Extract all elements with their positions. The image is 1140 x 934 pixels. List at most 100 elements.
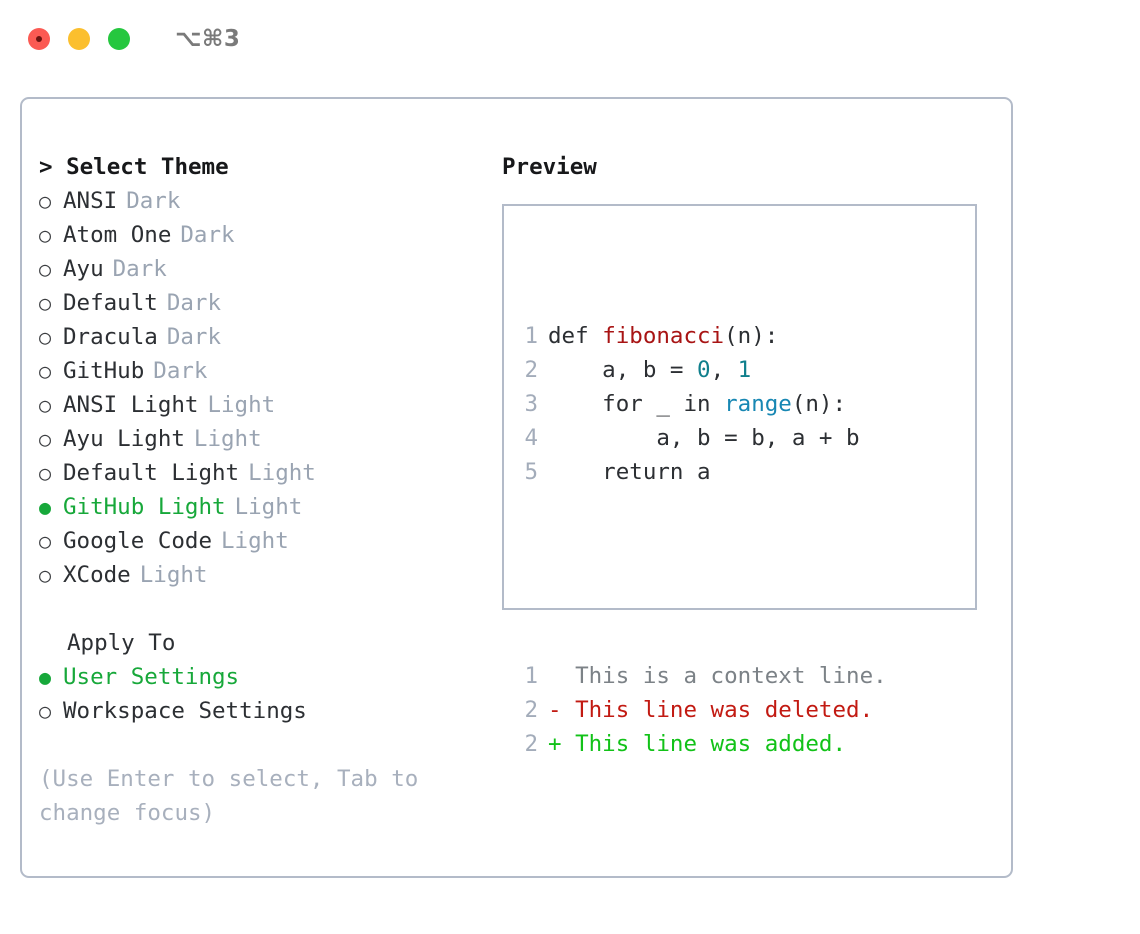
theme-name: Ayu: [63, 256, 104, 282]
maximize-window-icon[interactable]: [108, 28, 130, 50]
theme-option-ansi[interactable]: ○ ANSI Dark: [39, 184, 494, 218]
code-token-plain: (n):: [791, 391, 847, 417]
theme-option-ansi-light[interactable]: ○ ANSI Light Light: [39, 388, 494, 422]
preview-title: Preview: [502, 154, 597, 180]
theme-variant-tag: Dark: [126, 188, 181, 214]
theme-name: Ayu Light: [63, 426, 185, 452]
theme-option-xcode[interactable]: ○ XCode Light: [39, 558, 494, 592]
diff-marker: -: [548, 697, 576, 723]
close-window-icon[interactable]: [28, 28, 50, 50]
radio-unselected-icon: ○: [39, 563, 52, 587]
diff-lines: 1 This is a context line.2- This line wa…: [516, 659, 887, 761]
diff-line: 1 This is a context line.: [516, 659, 887, 693]
window-titlebar: ⌥⌘3: [0, 0, 1140, 78]
radio-unselected-icon: ○: [39, 223, 52, 247]
code-line-number: 3: [524, 391, 538, 417]
radio-selected-icon: ●: [39, 495, 52, 519]
code-token-fn: fibonacci: [602, 323, 725, 349]
radio-unselected-icon: ○: [39, 325, 52, 349]
keyboard-shortcut-label: ⌥⌘3: [175, 26, 241, 52]
theme-option-github-light[interactable]: ● GitHub Light Light: [39, 490, 494, 524]
code-line-number: 1: [524, 323, 538, 349]
select-theme-header: > Select Theme: [39, 154, 229, 180]
theme-option-ayu-light[interactable]: ○ Ayu Light Light: [39, 422, 494, 456]
list-spacer: [39, 592, 494, 626]
theme-option-google-code[interactable]: ○ Google Code Light: [39, 524, 494, 558]
code-line-number: 5: [524, 459, 538, 485]
code-token-plain: def: [548, 323, 603, 349]
theme-name: Default Light: [63, 460, 240, 486]
radio-selected-icon: ●: [39, 665, 52, 689]
theme-name: Dracula: [63, 324, 158, 350]
code-line: 4 a, b = b, a + b: [516, 421, 887, 455]
code-line: 3 for _ in range(n):: [516, 387, 887, 421]
theme-variant-tag: Dark: [112, 256, 167, 282]
theme-name: Google Code: [63, 528, 213, 554]
code-line-number: 4: [524, 425, 538, 451]
code-token-plain: return a: [548, 459, 711, 485]
apply-to-option-user-settings[interactable]: ● User Settings: [39, 660, 494, 694]
diff-marker: +: [548, 731, 576, 757]
code-token-plain: a, b = b, a + b: [548, 425, 860, 451]
apply-to-label: User Settings: [63, 664, 240, 690]
code-token-call: range: [724, 391, 792, 417]
theme-variant-tag: Dark: [166, 290, 222, 316]
theme-name: ANSI Light: [63, 392, 199, 418]
radio-unselected-icon: ○: [39, 529, 52, 553]
theme-name: Default: [63, 290, 158, 316]
theme-variant-tag: Light: [207, 392, 276, 418]
theme-name: XCode: [63, 562, 131, 588]
theme-name: ANSI: [63, 188, 118, 214]
code-token-plain: for _ in: [548, 391, 725, 417]
theme-option-default[interactable]: ○ Default Dark: [39, 286, 494, 320]
diff-text: This line was added.: [575, 731, 847, 757]
radio-unselected-icon: ○: [39, 461, 52, 485]
diff-marker: [548, 663, 575, 689]
code-token-num: 0: [697, 357, 711, 383]
radio-unselected-icon: ○: [39, 699, 52, 723]
radio-unselected-icon: ○: [39, 291, 52, 315]
diff-text: This is a context line.: [575, 663, 887, 689]
theme-variant-tag: Light: [234, 494, 303, 520]
theme-variant-tag: Light: [221, 528, 289, 554]
diff-line: 2- This line was deleted.: [516, 693, 887, 727]
diff-line-number: 1: [524, 663, 538, 689]
minimize-window-icon[interactable]: [68, 28, 90, 50]
keyboard-hint-text: (Use Enter to select, Tab to change focu…: [39, 766, 419, 826]
radio-unselected-icon: ○: [39, 189, 52, 213]
code-token-num: 1: [737, 357, 752, 383]
apply-to-label: Workspace Settings: [63, 698, 307, 724]
code-token-plain: a, b =: [548, 357, 698, 383]
theme-option-atom-one[interactable]: ○ Atom One Dark: [39, 218, 494, 252]
theme-name: GitHub Light: [63, 494, 226, 520]
radio-unselected-icon: ○: [39, 427, 52, 451]
theme-variant-tag: Light: [193, 426, 262, 452]
radio-unselected-icon: ○: [39, 359, 52, 383]
apply-to-option-workspace-settings[interactable]: ○ Workspace Settings: [39, 694, 494, 728]
theme-option-default-light[interactable]: ○ Default Light Light: [39, 456, 494, 490]
code-token-plain: ,: [710, 357, 738, 383]
theme-variant-tag: Dark: [153, 358, 208, 384]
theme-variant-tag: Light: [139, 562, 208, 588]
radio-unselected-icon: ○: [39, 393, 52, 417]
code-token-plain: (n):: [724, 323, 779, 349]
theme-name: Atom One: [63, 222, 172, 248]
diff-line-number: 2: [524, 697, 538, 723]
theme-variant-tag: Dark: [180, 222, 235, 248]
theme-variant-tag: Light: [248, 460, 316, 486]
code-blank-line: [516, 557, 887, 591]
diff-line-number: 2: [524, 731, 538, 757]
traffic-lights: [28, 28, 130, 50]
